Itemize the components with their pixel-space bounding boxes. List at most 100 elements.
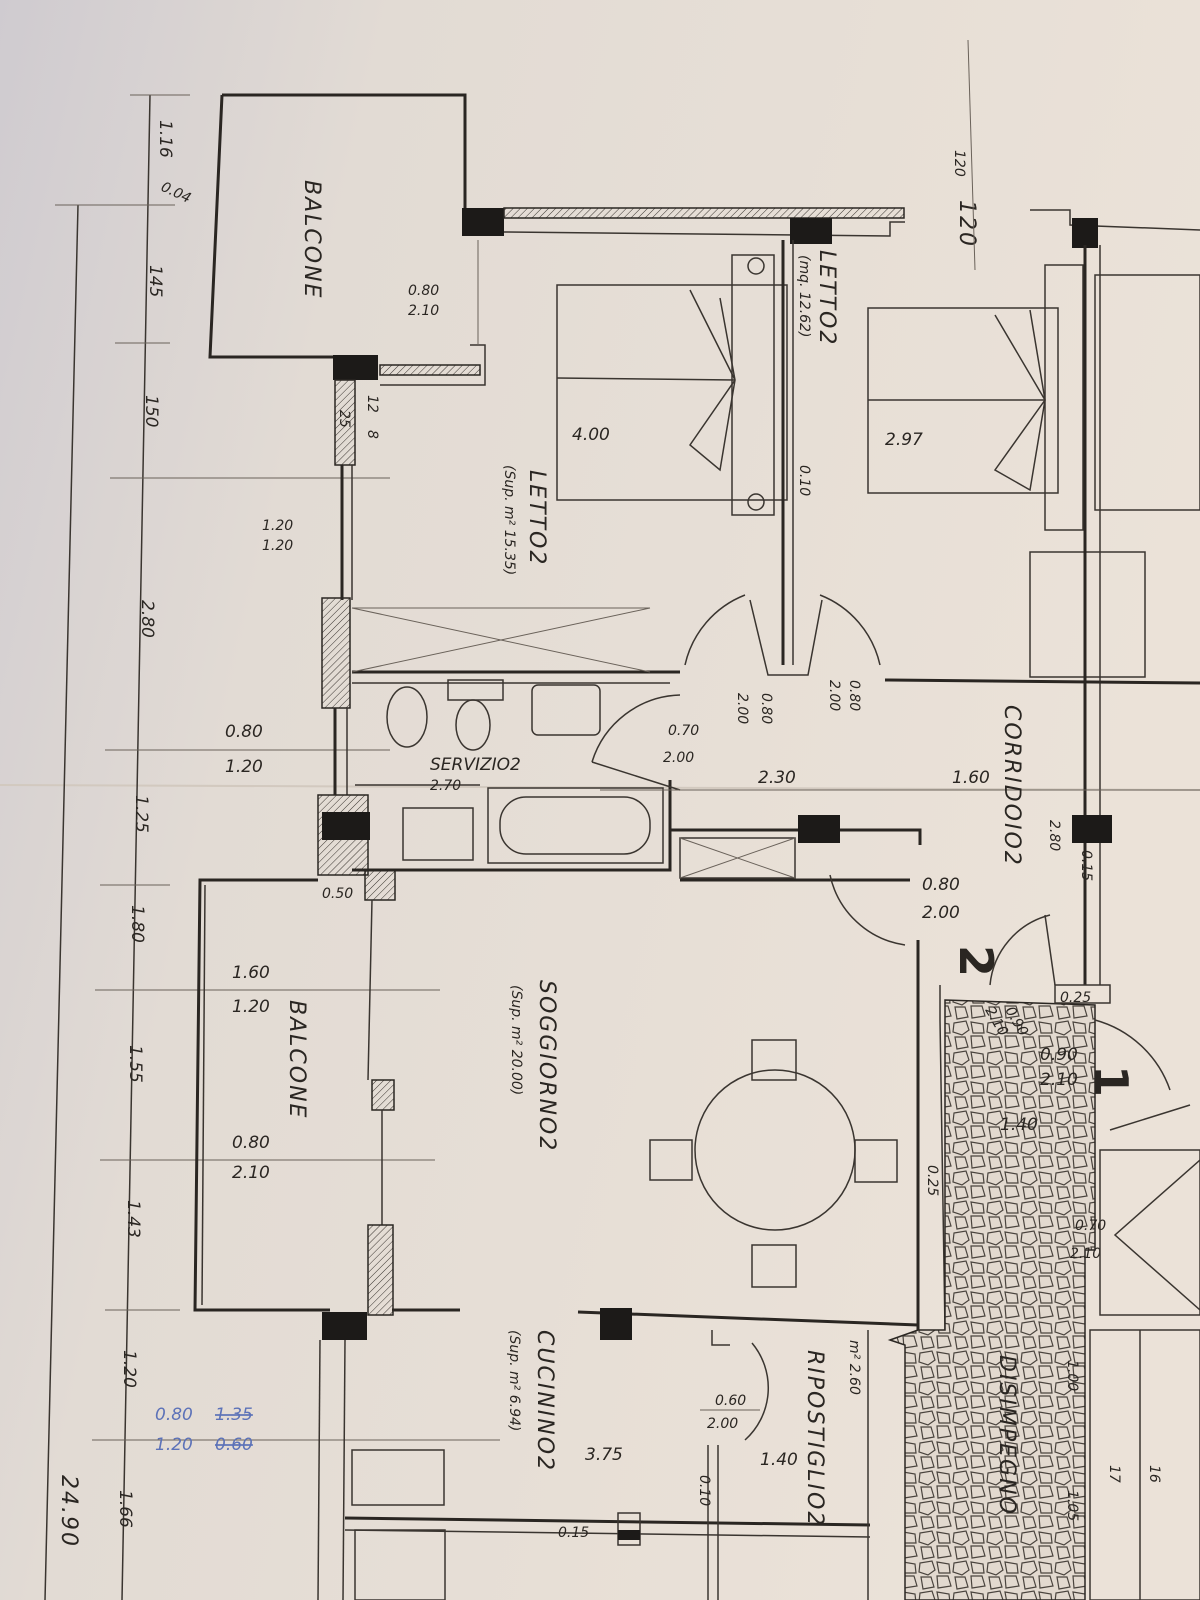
opening-height: 2.00 bbox=[826, 680, 842, 711]
room-letto-a: 4.00 0.10 LETTO2 (Sup. m² 15.35) 0.80 2.… bbox=[501, 240, 881, 724]
room-cucinino: CUCININO2 (Sup. m² 6.94) 3.75 0.15 0.10 … bbox=[317, 1330, 871, 1600]
unit-number-2: 2 bbox=[949, 945, 1003, 977]
chair-icon bbox=[854, 1139, 898, 1183]
dim-label: 3.75 bbox=[585, 1445, 623, 1465]
opening-height: 1.20 bbox=[232, 997, 270, 1017]
disimpegno: 2 1 DISIMPEGNO 0.25 2.10 0.90 0.90 2.10 … bbox=[887, 914, 1200, 1600]
opening-width: 0.70 bbox=[1075, 1218, 1106, 1234]
balcony-bottom: BALCONE 1.60 1.20 0.80 2.10 bbox=[193, 878, 460, 1340]
opening-height: 2.10 bbox=[232, 1163, 270, 1183]
chair-icon bbox=[649, 1139, 693, 1181]
room-label-disimpegno: DISIMPEGNO bbox=[994, 1355, 1019, 1516]
room-letto-b: 2.97 LETTO2 (mq. 12.62) 120 120 bbox=[796, 39, 1200, 985]
dim-label: 1.40 bbox=[1000, 1115, 1038, 1135]
dim-label: 2.30 bbox=[758, 768, 796, 788]
opening-height: 2.10 bbox=[408, 303, 439, 319]
dim-label: 2.80 bbox=[137, 600, 157, 638]
dim-label: 1.66 bbox=[115, 1490, 135, 1528]
room-label-corridoio: CORRIDOIO2 bbox=[999, 705, 1024, 867]
opening-height: 2.00 bbox=[922, 903, 960, 923]
bed-dimension: 4.00 bbox=[572, 425, 610, 445]
room-area-ripostiglio: m² 2.60 bbox=[846, 1340, 862, 1395]
room-label-soggiorno: SOGGIORNO2 bbox=[534, 980, 559, 1152]
unit-number-1: 1 bbox=[1084, 1065, 1138, 1097]
dim-label: 120 bbox=[954, 200, 979, 248]
opening-width: 1.20 bbox=[262, 518, 293, 534]
opening-width: 0.80 bbox=[232, 1133, 270, 1153]
room-area-soggiorno: (Sup. m² 20.00) bbox=[508, 985, 524, 1095]
total-length-label: 24.90 bbox=[56, 1475, 81, 1548]
double-bed bbox=[556, 284, 788, 501]
opening-width: 0.80 bbox=[922, 875, 960, 895]
dim-label: 1.55 bbox=[125, 1045, 145, 1083]
room-soggiorno: SOGGIORNO2 (Sup. m² 20.00) 0.25 bbox=[508, 940, 946, 1340]
dim-label: 8 bbox=[364, 430, 380, 439]
dim-label: 0.25 bbox=[924, 1165, 940, 1196]
chair-icon bbox=[751, 1244, 797, 1288]
dim-label: 0.25 bbox=[1060, 990, 1091, 1006]
opening-width: 1.60 bbox=[232, 963, 270, 983]
dim-label: 1.40 bbox=[760, 1450, 798, 1470]
blue-note: 0.80 bbox=[155, 1405, 193, 1425]
room-area-letto-a: (Sup. m² 15.35) bbox=[501, 465, 517, 575]
dim-label: 1.80 bbox=[127, 905, 147, 943]
room-label-balcone-top: BALCONE bbox=[299, 180, 324, 299]
opening-width: 0.80 bbox=[758, 693, 774, 724]
dim-label: 1.25 bbox=[131, 795, 151, 833]
dim-label: 120 bbox=[951, 150, 967, 177]
opening-height: 2.10 bbox=[1070, 1246, 1101, 1262]
balcony-top: BALCONE 0.80 2.10 bbox=[208, 93, 504, 386]
blue-note: 1.35 bbox=[215, 1405, 253, 1425]
opening-height: 2.00 bbox=[663, 750, 694, 766]
room-label-cucinino: CUCININO2 bbox=[532, 1330, 557, 1472]
dim-label: 2.80 bbox=[1046, 820, 1062, 851]
bidet-icon bbox=[386, 686, 428, 748]
opening-height: 1.20 bbox=[262, 538, 293, 554]
lamp-icon bbox=[747, 257, 765, 275]
wardrobe bbox=[1029, 551, 1146, 678]
dim-label: 16 bbox=[1146, 1465, 1162, 1483]
sink-icon bbox=[531, 684, 601, 736]
opening-height: 2.00 bbox=[707, 1416, 738, 1432]
opening-width: 0.60 bbox=[715, 1393, 746, 1409]
bed-dimension: 2.97 bbox=[885, 430, 923, 450]
dim-label: 0.50 bbox=[322, 886, 353, 902]
room-area-cucinino: (Sup. m² 6.94) bbox=[506, 1330, 522, 1431]
dim-label: 1.43 bbox=[123, 1200, 143, 1238]
dimension-chain-left bbox=[44, 94, 500, 1600]
dim-label: 25 bbox=[336, 410, 352, 428]
room-area-letto-b: (mq. 12.62) bbox=[796, 255, 812, 337]
left-dimension-labels: 1.16 0.04 145 150 2.80 1.25 1.80 1.55 1.… bbox=[56, 120, 253, 1548]
bathtub-icon bbox=[487, 787, 664, 864]
dim-label: 1.00 bbox=[1064, 1360, 1080, 1391]
lamp-icon bbox=[747, 493, 765, 511]
dim-label: 2.70 bbox=[430, 778, 461, 794]
room-label-letto-a: LETTO2 bbox=[524, 470, 549, 566]
dim-label: 1.16 bbox=[155, 120, 175, 158]
dim-label: 0.15 bbox=[1078, 850, 1094, 881]
room-servizio: SERVIZIO2 2.70 0.70 2.00 bbox=[351, 607, 699, 872]
room-label-servizio: SERVIZIO2 bbox=[430, 755, 521, 775]
dim-label: 0.15 bbox=[558, 1525, 589, 1541]
staircase bbox=[1089, 1329, 1200, 1600]
chair-icon bbox=[751, 1039, 797, 1081]
dim-label: 0.10 bbox=[696, 1475, 712, 1506]
room-label-balcone-bottom: BALCONE bbox=[284, 1000, 309, 1119]
blue-note: 0.60 bbox=[215, 1435, 253, 1455]
opening-width: 0.70 bbox=[668, 723, 699, 739]
opening-height: 2.10 bbox=[1040, 1070, 1078, 1090]
dim-label: 1.05 bbox=[1064, 1490, 1080, 1521]
dim-label: 145 bbox=[145, 265, 165, 297]
room-label-ripostiglio: RIPOSTIGLIO2 bbox=[802, 1350, 827, 1527]
sink-icon bbox=[351, 1449, 445, 1506]
opening-height: 2.00 bbox=[734, 693, 750, 724]
dim-label: 0.10 bbox=[796, 465, 812, 496]
dim-label: 17 bbox=[1106, 1465, 1122, 1483]
dim-label: 12 bbox=[364, 395, 380, 413]
dim-label: 1.60 bbox=[952, 768, 990, 788]
opening-width: 0.80 bbox=[408, 283, 439, 299]
dim-label: 1.20 bbox=[119, 1350, 139, 1388]
opening-width: 0.90 bbox=[1040, 1045, 1078, 1065]
dim-label: 150 bbox=[141, 395, 161, 427]
